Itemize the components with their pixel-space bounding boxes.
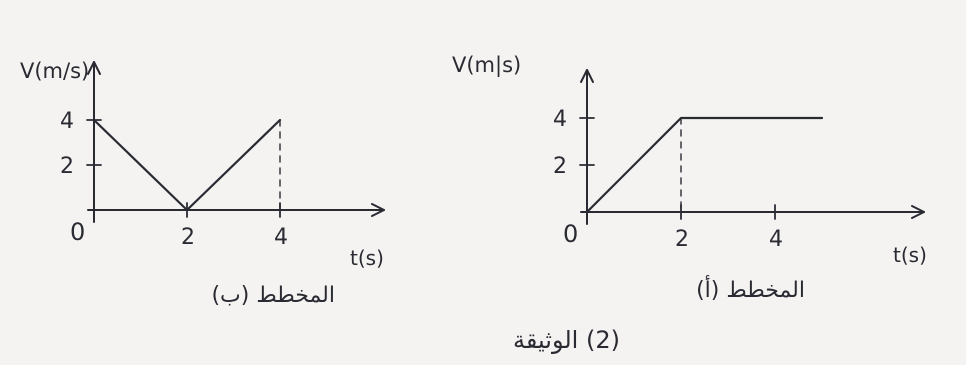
chart-a-y-tick-label-2: 2 xyxy=(553,154,567,179)
chart-a-x-tick-label-2: 2 xyxy=(675,227,689,252)
chart-b: 2 4 2 4 V(m/s) t(s) 0 المخطط (ب) xyxy=(20,59,385,308)
chart-b-y-label: V(m/s) xyxy=(20,59,89,83)
chart-a-caption: المخطط (أ) xyxy=(696,275,805,303)
chart-b-y-tick-label-2: 2 xyxy=(60,154,74,179)
chart-a-x-axis-arrow xyxy=(911,205,925,219)
chart-a-series-line xyxy=(585,116,824,214)
chart-a-x-label: t(s) xyxy=(893,243,927,267)
chart-b-y-tick-label-4: 4 xyxy=(60,109,74,134)
chart-a: 2 4 2 4 V(m|s) t(s) 0 المخطط (أ) xyxy=(452,53,927,303)
chart-a-y-label: V(m|s) xyxy=(452,53,521,78)
chart-b-series-line xyxy=(92,118,282,212)
chart-b-x-tick-label-2: 2 xyxy=(181,225,195,250)
chart-a-x-tick-label-4: 4 xyxy=(769,227,783,252)
chart-a-ticks: 2 4 2 4 xyxy=(553,107,783,252)
document-caption: (2) الوثيقة xyxy=(513,326,620,354)
chart-a-y-axis-arrow xyxy=(580,69,594,83)
chart-a-origin-label: 0 xyxy=(563,220,578,248)
chart-b-y-axis-arrow xyxy=(87,61,101,75)
chart-b-x-label: t(s) xyxy=(350,246,384,270)
chart-a-y-tick-label-4: 4 xyxy=(553,107,567,132)
chart-b-x-tick-label-4: 4 xyxy=(274,225,288,250)
chart-b-caption: المخطط (ب) xyxy=(211,283,335,308)
chart-b-x-axis-arrow xyxy=(371,203,385,217)
chart-b-origin-label: 0 xyxy=(70,218,85,246)
